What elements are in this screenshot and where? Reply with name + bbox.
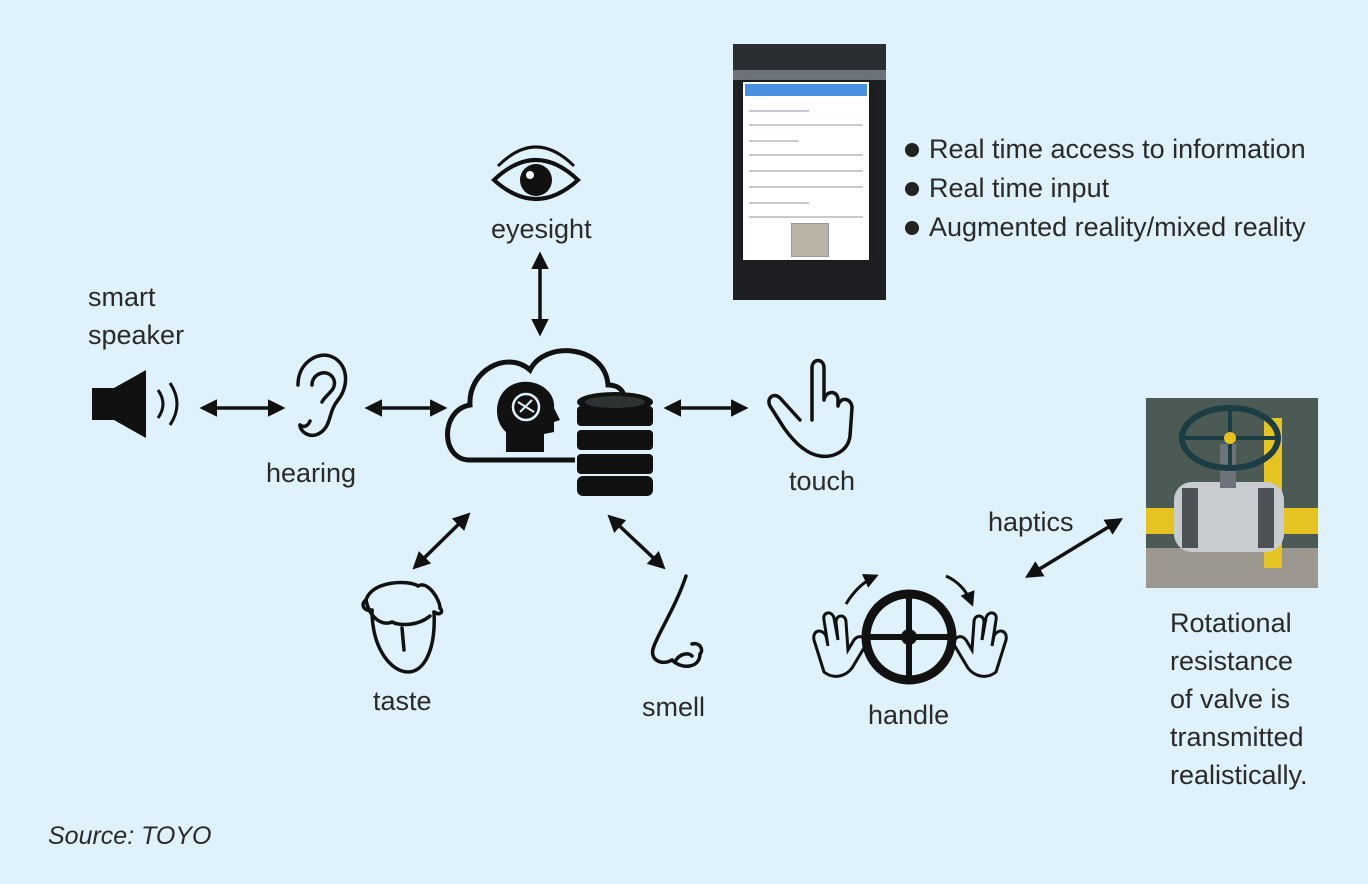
eye-icon bbox=[491, 145, 581, 201]
tablet-screenshot bbox=[733, 44, 886, 300]
valve-caption: Rotational resistance of valve is transm… bbox=[1170, 608, 1308, 790]
pointing-hand-icon bbox=[767, 358, 854, 459]
source-credit: Source: TOYO bbox=[48, 822, 212, 850]
tongue-icon bbox=[361, 580, 444, 674]
arrow-haptics bbox=[1025, 518, 1123, 578]
label-haptics: haptics bbox=[988, 507, 1074, 537]
nose-icon bbox=[650, 574, 704, 668]
valve-handle-wheel-icon bbox=[812, 574, 1008, 685]
cloud-ai-head-icon bbox=[445, 348, 627, 463]
bullet-item: Real time input bbox=[903, 169, 1306, 208]
label-touch: touch bbox=[789, 466, 856, 496]
label-taste: taste bbox=[373, 686, 432, 716]
label-handle: handle bbox=[868, 700, 950, 730]
arrow-taste-cloud bbox=[412, 512, 471, 570]
feature-bullet-list: Real time access to information Real tim… bbox=[903, 130, 1306, 247]
speaker-icon bbox=[92, 370, 179, 438]
bullet-item: Augmented reality/mixed reality bbox=[903, 208, 1306, 247]
tablet-photo-thumbnail bbox=[791, 223, 829, 257]
label-smart-speaker: smart speaker bbox=[88, 282, 185, 350]
label-eyesight: eyesight bbox=[491, 214, 592, 244]
bullet-item: Real time access to information bbox=[903, 130, 1306, 169]
valve-photo bbox=[1146, 398, 1318, 588]
label-smell: smell bbox=[642, 692, 706, 722]
ear-icon bbox=[296, 353, 348, 438]
arrow-cloud-smell bbox=[607, 514, 666, 570]
database-icon bbox=[577, 392, 653, 496]
label-hearing: hearing bbox=[266, 458, 357, 488]
connector-arrows bbox=[199, 251, 1123, 578]
